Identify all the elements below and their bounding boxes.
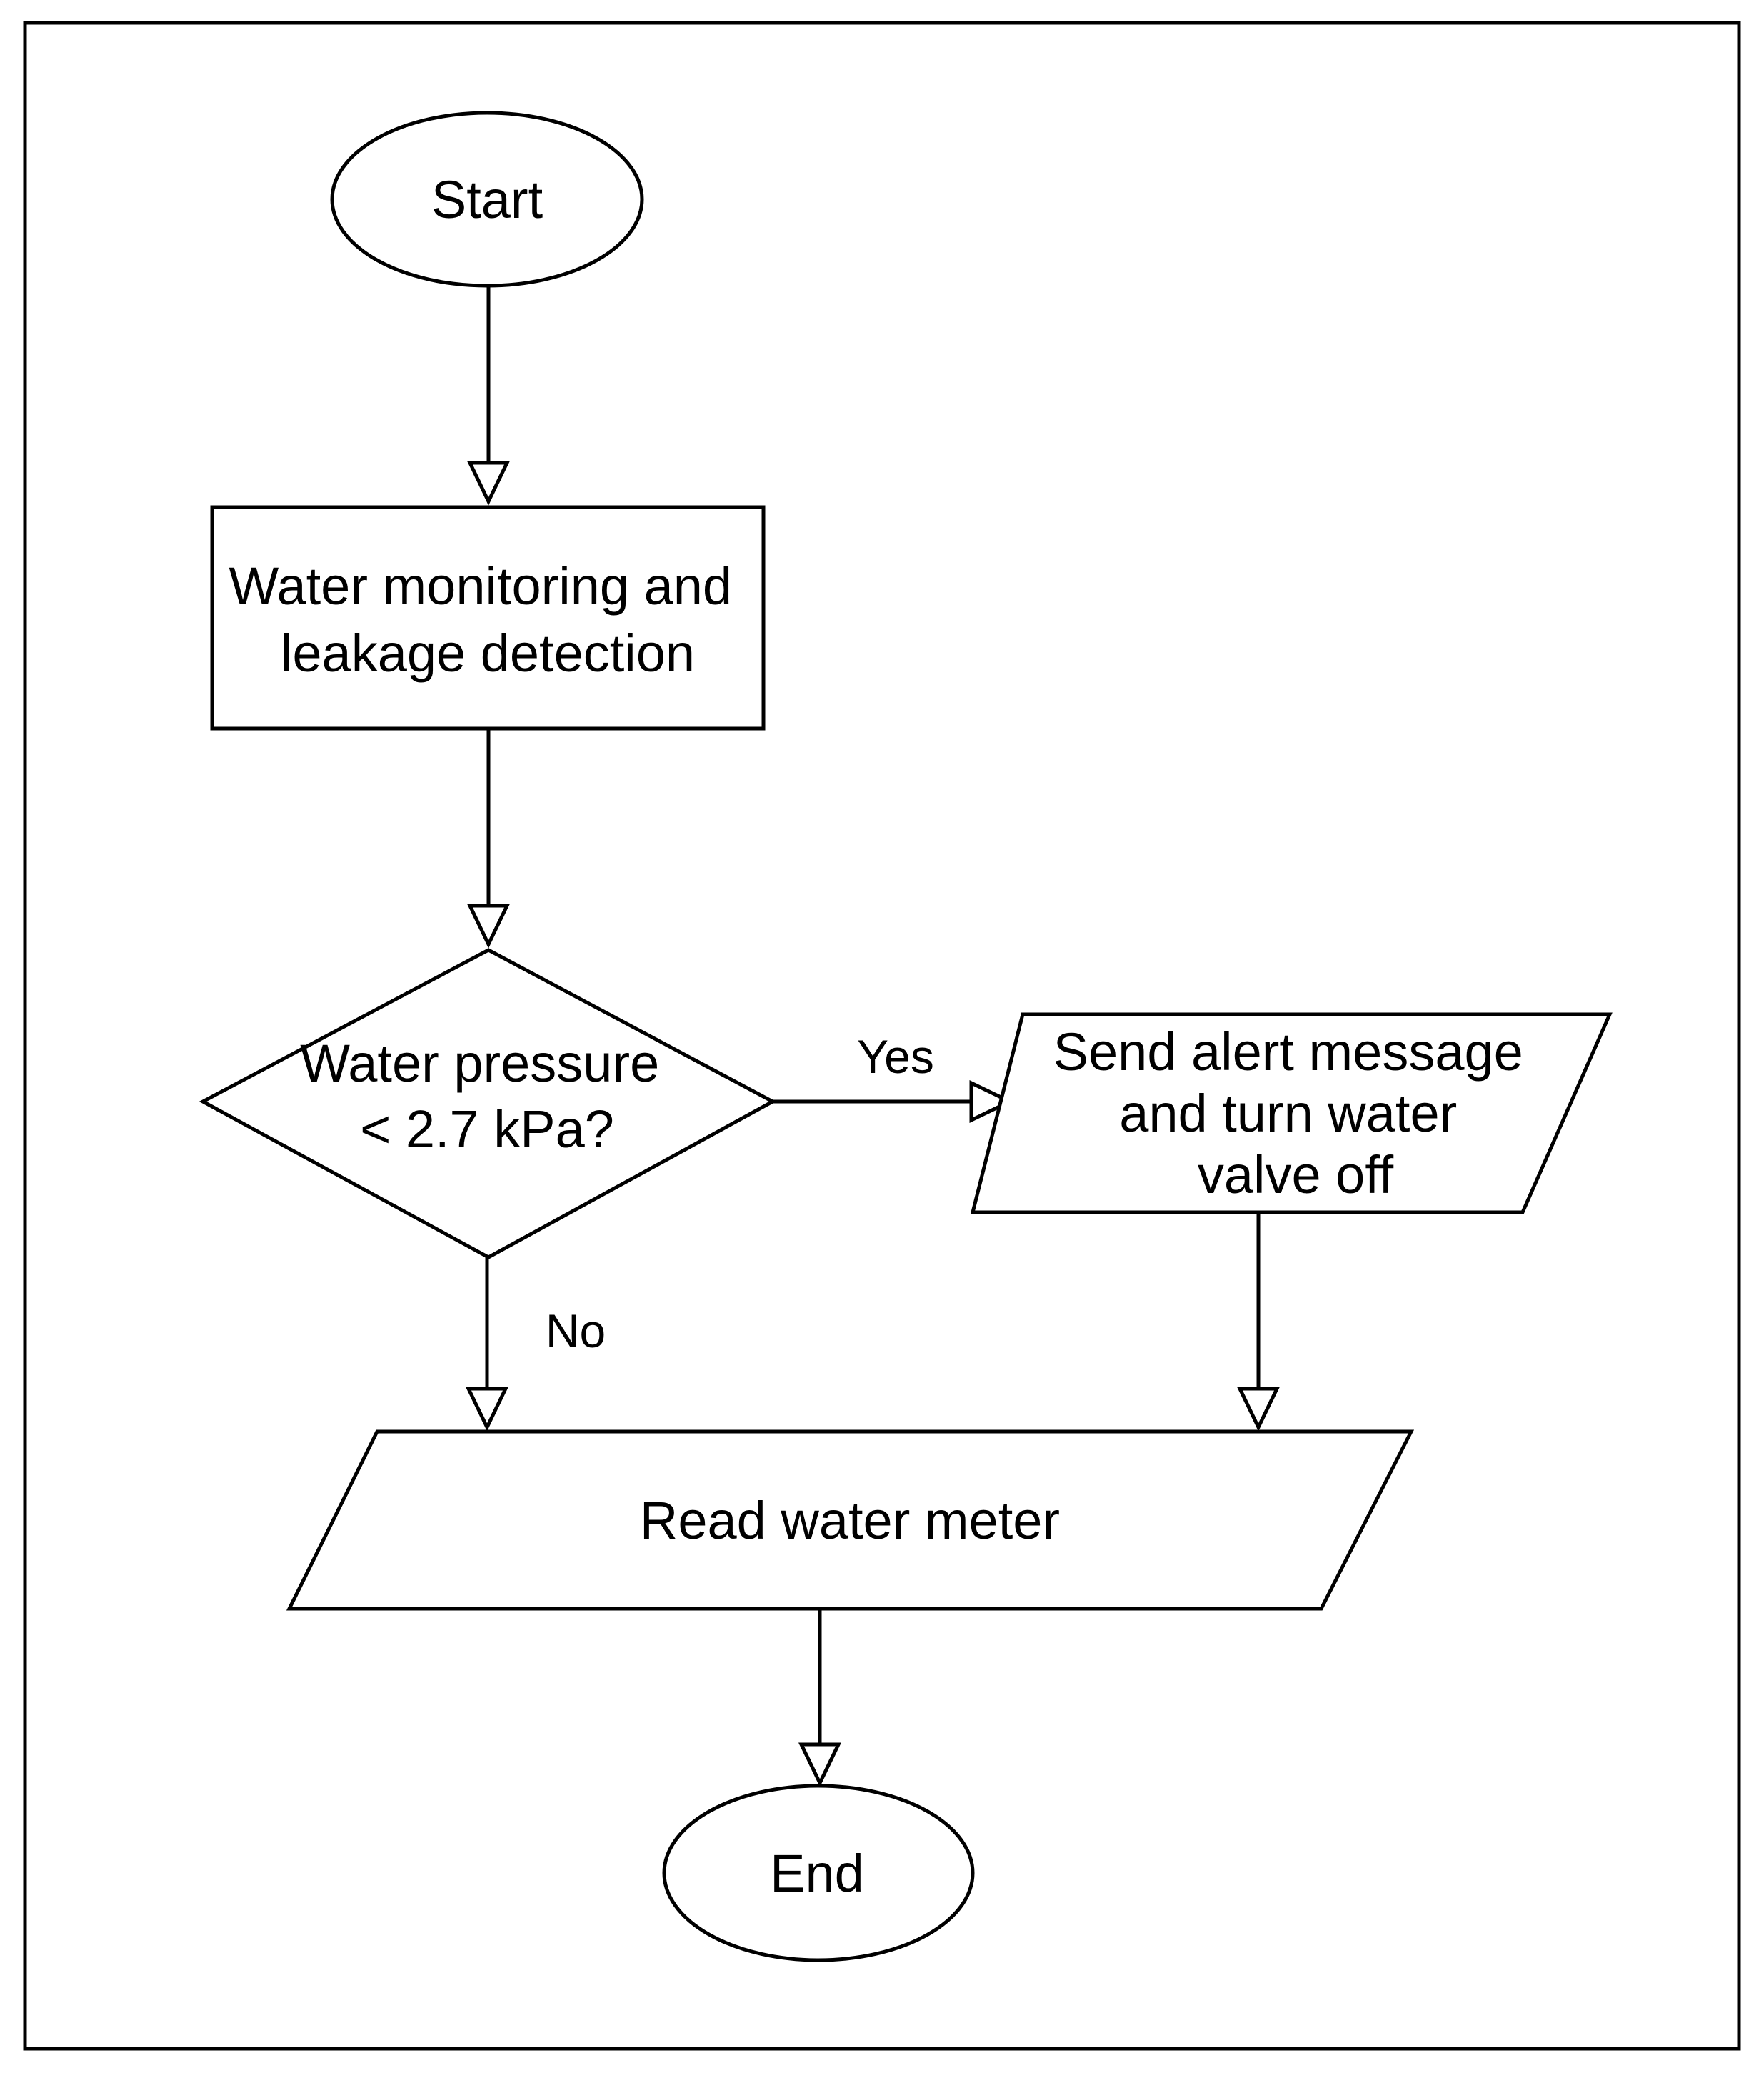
io-parallelogram [970, 1012, 1613, 1214]
end-label-line: End [770, 1844, 864, 1903]
read-meter-label-line: Read water meter [640, 1491, 1060, 1550]
edge-monitoring-to-decision [467, 729, 510, 949]
end-ellipse [662, 1784, 975, 1962]
monitoring-process-node: Water monitoring and leakage detection [210, 505, 766, 731]
alert-label-line-3: valve off [1198, 1145, 1394, 1204]
end-node: End [662, 1784, 975, 1962]
monitoring-label-line-2: leakage detection [281, 624, 695, 683]
decision-label-line-2: < 2.7 kPa? [360, 1099, 614, 1159]
decision-diamond [199, 948, 777, 1259]
io-parallelogram [286, 1429, 1415, 1611]
edge-decision-no: No [466, 1257, 606, 1432]
start-node: Start [330, 111, 644, 288]
edge-label-no: No [546, 1304, 606, 1357]
alert-label-line-2: and turn water [1119, 1084, 1457, 1143]
arrowhead [466, 1387, 508, 1432]
start-ellipse [330, 111, 644, 288]
alert-label-line-1: Send alert message [1053, 1022, 1523, 1082]
monitoring-label-line-1: Water monitoring and [229, 556, 732, 616]
process-box [210, 505, 766, 731]
edge-start-to-monitoring [467, 286, 510, 506]
start-label-line: Start [431, 170, 543, 229]
arrowhead [467, 904, 510, 949]
arrowhead [467, 461, 510, 506]
edge-alert-to-read [1237, 1212, 1280, 1432]
pressure-decision-node: Water pressure < 2.7 kPa? [199, 948, 777, 1259]
end-label: End [770, 1844, 864, 1903]
decision-label: Water pressure < 2.7 kPa? [300, 1034, 674, 1159]
edge-decision-yes: Yes [773, 1030, 1014, 1123]
read-meter-io-node: Read water meter [286, 1429, 1415, 1611]
read-meter-label: Read water meter [640, 1491, 1060, 1550]
edge-read-to-end [798, 1609, 841, 1787]
decision-label-line-1: Water pressure [300, 1034, 659, 1093]
start-label: Start [431, 170, 543, 229]
arrowhead [1237, 1387, 1280, 1432]
monitoring-label: Water monitoring and leakage detection [229, 556, 746, 683]
arrowhead [969, 1080, 1014, 1123]
alert-io-node: Send alert message and turn water valve … [970, 1012, 1613, 1214]
edge-label-yes: Yes [857, 1030, 934, 1083]
arrowhead [798, 1742, 841, 1787]
alert-label: Send alert message and turn water valve … [1053, 1022, 1538, 1204]
